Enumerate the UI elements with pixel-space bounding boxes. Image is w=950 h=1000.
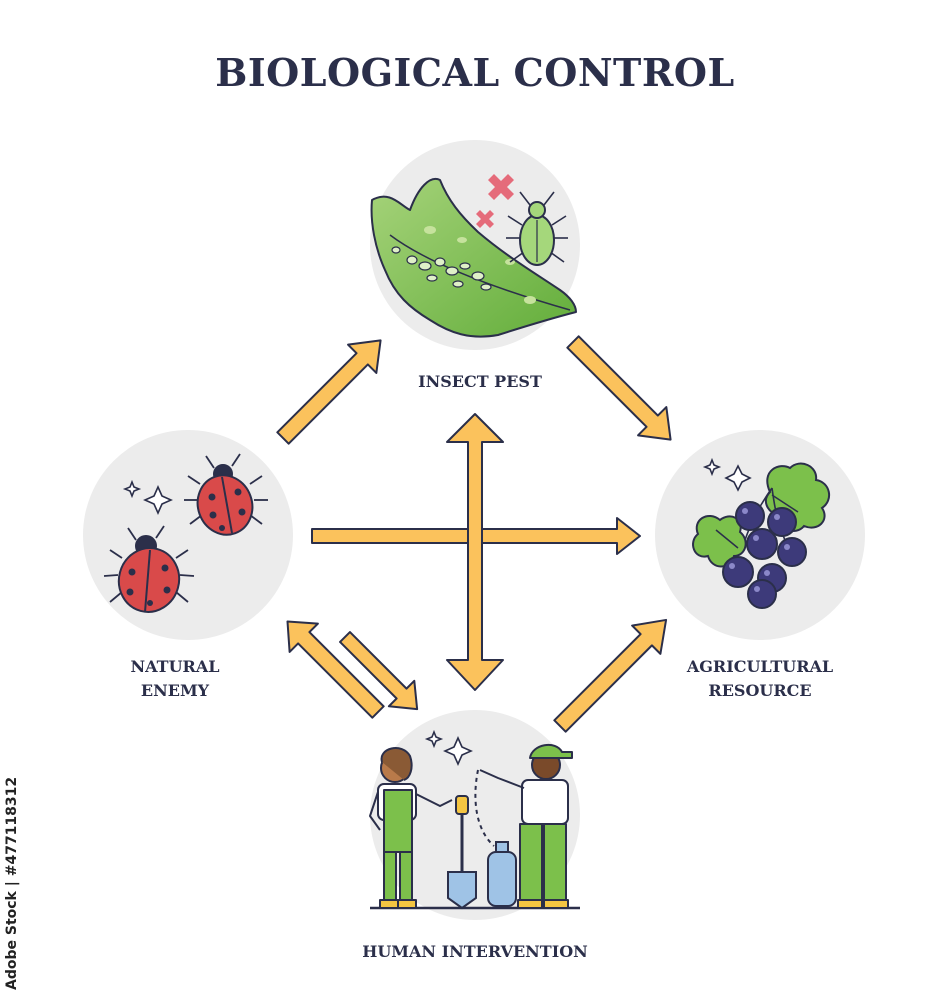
farmers-icon — [369, 743, 580, 910]
natural-enemy-label-line2: ENEMY — [140, 681, 210, 700]
sparkle-icon — [122, 479, 173, 515]
arrow-human-to-resource — [553, 618, 668, 733]
natural-enemy-label-line1: NATURAL — [130, 657, 220, 676]
ladybug-icon — [103, 525, 195, 613]
arrow-pest-to-resource — [566, 335, 672, 441]
natural-enemy-circle — [83, 430, 293, 640]
human-intervention-label: HUMAN INTERVENTION — [300, 940, 650, 964]
insect-pest-label-text: INSECT PEST — [418, 372, 542, 391]
natural-enemy-label: NATURAL ENEMY — [100, 655, 250, 703]
shovel-icon — [447, 795, 477, 910]
leaf-with-aphids-icon — [370, 177, 577, 338]
aphid-icon — [506, 191, 568, 266]
diagram-title: BIOLOGICAL CONTROL — [215, 50, 735, 95]
sparkle-icon — [702, 457, 752, 492]
arrow-human-to-enemy — [286, 620, 385, 719]
ladybug-icon — [184, 453, 268, 536]
cross-mark-icon — [476, 174, 514, 228]
agricultural-resource-label: AGRICULTURAL RESOURCE — [660, 655, 860, 703]
agricultural-resource-label-line1: AGRICULTURAL — [686, 657, 834, 676]
blackcurrant-icon — [692, 462, 831, 609]
stock-watermark-text: Adobe Stock | #477118312 — [4, 776, 20, 990]
arrow-enemy-to-human — [339, 631, 419, 711]
arrow-enemy-to-pest — [276, 339, 382, 445]
arrow-pest-human-double — [446, 413, 504, 691]
human-intervention-label-text: HUMAN INTERVENTION — [362, 942, 588, 961]
agricultural-resource-label-line2: RESOURCE — [708, 681, 812, 700]
stock-watermark: Adobe Stock | #477118312 — [4, 770, 38, 990]
insect-pest-label: INSECT PEST — [380, 370, 580, 394]
sprayer-icon — [474, 769, 517, 907]
sparkle-icon — [424, 729, 473, 766]
